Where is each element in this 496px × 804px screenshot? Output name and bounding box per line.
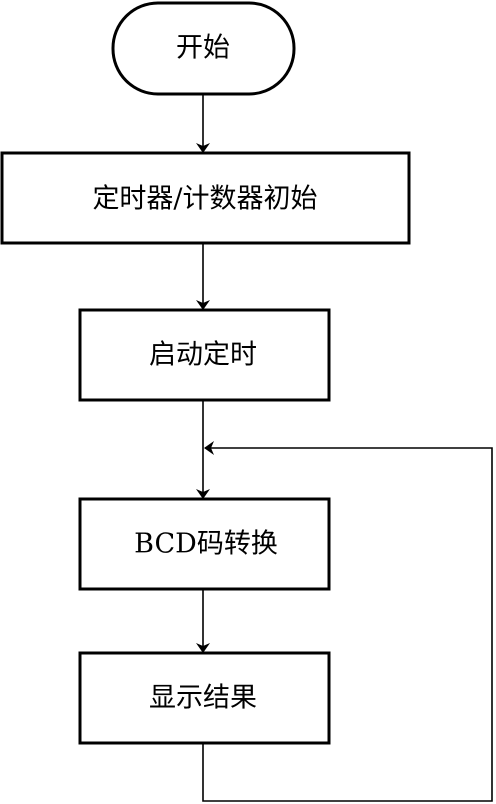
init-node: 定时器/计数器初始 [0,151,411,245]
start-timer-node: 启动定时 [78,308,331,402]
display-node: 显示结果 [78,651,331,745]
bcd-node: BCD码转换 [78,497,331,591]
init-node-label: 定时器/计数器初始 [92,184,317,215]
start-node-label: 开始 [176,33,230,64]
display-node-label: 显示结果 [149,683,257,714]
arrow-loop-back [202,441,493,802]
start-node: 开始 [111,1,296,96]
start-timer-node-label: 启动定时 [149,340,257,371]
bcd-node-label: BCD码转换 [134,529,278,560]
